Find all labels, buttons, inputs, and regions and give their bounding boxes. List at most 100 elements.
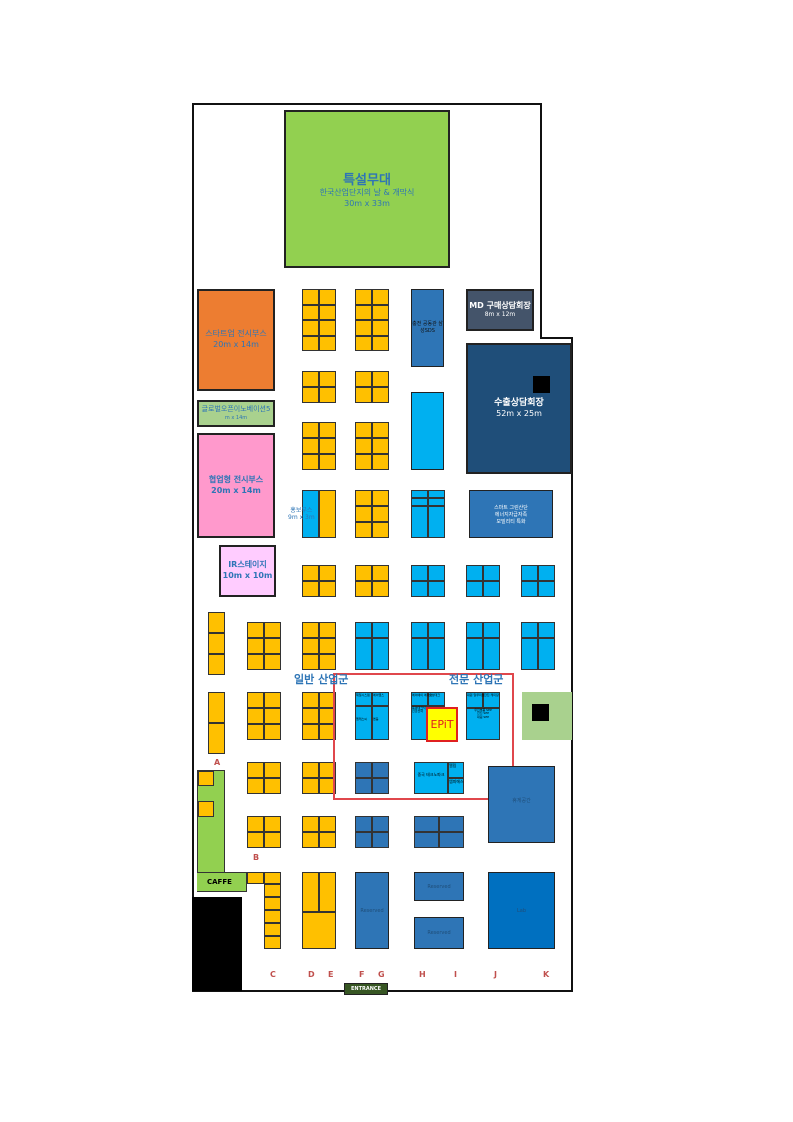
epit-booth[interactable]: EPiT [426, 707, 458, 742]
booth: 중국 테크노파크 [414, 762, 448, 794]
booth-cell [302, 912, 336, 949]
booth-cell [355, 638, 372, 670]
booth: 제일시스템 [355, 692, 372, 706]
collab-booth: 협업형 전시부스 20m x 14m [197, 433, 275, 538]
booth-cell [355, 522, 372, 538]
special-zone-border [333, 673, 514, 800]
collab-size: 20m x 14m [211, 485, 261, 495]
booth-cell [319, 371, 336, 387]
booth-cell [302, 320, 319, 336]
booth-cell [372, 320, 389, 336]
booth-cell [319, 872, 336, 912]
booth-cell [521, 622, 538, 638]
booth-cell [355, 832, 372, 848]
entrance[interactable]: ENTRANCE [344, 983, 388, 995]
booth-cell [372, 581, 389, 597]
booth-cell [355, 565, 372, 581]
booth-cell [319, 581, 336, 597]
booth-cell [264, 872, 281, 884]
wall-left [192, 103, 194, 992]
booth-cell [319, 816, 336, 832]
md-title: MD 구매상담회장 [469, 300, 531, 310]
booth-cell [208, 654, 225, 675]
wall-step [540, 337, 573, 339]
booth-cell [302, 335, 319, 351]
booth: 에이엠스 [372, 692, 389, 706]
booth-cell [247, 724, 264, 740]
ir-stage: IR스테이지 10m x 10m [219, 545, 276, 597]
booth: 제일시스템 [356, 693, 370, 697]
md-size: 8m x 12m [484, 311, 516, 319]
booth-cell [264, 936, 281, 949]
booth-block [411, 392, 444, 470]
sds-title: 충전 공동관 삼성SDS [412, 321, 443, 334]
md-purchase-room: MD 구매상담회장 8m x 12m [466, 289, 534, 331]
sds-booth: 충전 공동관 삼성SDS [411, 289, 444, 367]
booth-cell [319, 335, 336, 351]
promo-size: 9m x 3m [288, 514, 315, 521]
booth-cell [411, 581, 428, 597]
booth-cell [372, 816, 389, 832]
cafe-label: CAFFE [207, 878, 232, 886]
booth-cell [319, 438, 336, 454]
booth-cell [264, 622, 281, 638]
booth: 에이엠스 [373, 693, 385, 697]
booth-cell [372, 387, 389, 403]
global-open-innovation: 글로벌오픈이노베이션5 m x 14m [197, 400, 275, 427]
general-group-label: 일반 산업군 [294, 673, 349, 686]
booth-cell [208, 692, 225, 723]
booth-cell [428, 565, 445, 581]
booth-cell [355, 335, 372, 351]
booth-cell [208, 612, 225, 633]
booth-cell [319, 724, 336, 740]
booth-cell [372, 565, 389, 581]
collab-title: 협업형 전시부스 [208, 474, 264, 484]
booth-cell [319, 832, 336, 848]
booth-cell [483, 565, 500, 581]
booth-cell [355, 289, 372, 305]
booth-cell [483, 581, 500, 597]
booth-cell [302, 708, 319, 724]
ir-title: IR스테이지 [228, 560, 267, 570]
booth-cell [319, 304, 336, 320]
booth-cell [355, 506, 372, 522]
booth-cell [428, 498, 445, 506]
booth-cell [302, 654, 319, 670]
booth-cell [414, 832, 439, 848]
booth-cell [372, 638, 389, 670]
lounge-booth: 휴게공간 [488, 766, 555, 843]
column-label-k: K [543, 970, 550, 979]
booth-cell [538, 581, 555, 597]
pillar [532, 704, 549, 721]
booth-cell [264, 692, 281, 708]
booth-cell [247, 762, 264, 778]
booth-cell [247, 832, 264, 848]
startup-size: 20m x 14m [213, 340, 259, 349]
promo-title: 홍보부스 [290, 507, 313, 514]
booth-cell [208, 723, 225, 754]
booth-cell [411, 498, 428, 506]
booth-cell [247, 654, 264, 670]
booth-cell [414, 816, 439, 832]
cafe-horizontal [197, 872, 247, 892]
column-label-c: C [270, 970, 276, 979]
booth-cell [264, 884, 281, 897]
booth-cell [372, 438, 389, 454]
booth-cell [355, 454, 372, 470]
startup-booth: 스타트업 전시부스 20m x 14m [197, 289, 275, 391]
booth-cell [302, 565, 319, 581]
global-size: m x 14m [224, 414, 248, 421]
booth-cell [264, 778, 281, 794]
booth-cell [319, 778, 336, 794]
booth-cell [319, 490, 336, 538]
booth-cell [264, 923, 281, 936]
booth-cell [264, 654, 281, 670]
booth-cell [302, 304, 319, 320]
booth-cell [302, 289, 319, 305]
booth-cell [355, 622, 372, 638]
cafe-table [198, 771, 214, 786]
promo-label: 홍보부스 9m x 3m [288, 505, 315, 521]
export-title: 수출상담회장 [494, 398, 544, 409]
export-size: 52m x 25m [496, 409, 542, 419]
